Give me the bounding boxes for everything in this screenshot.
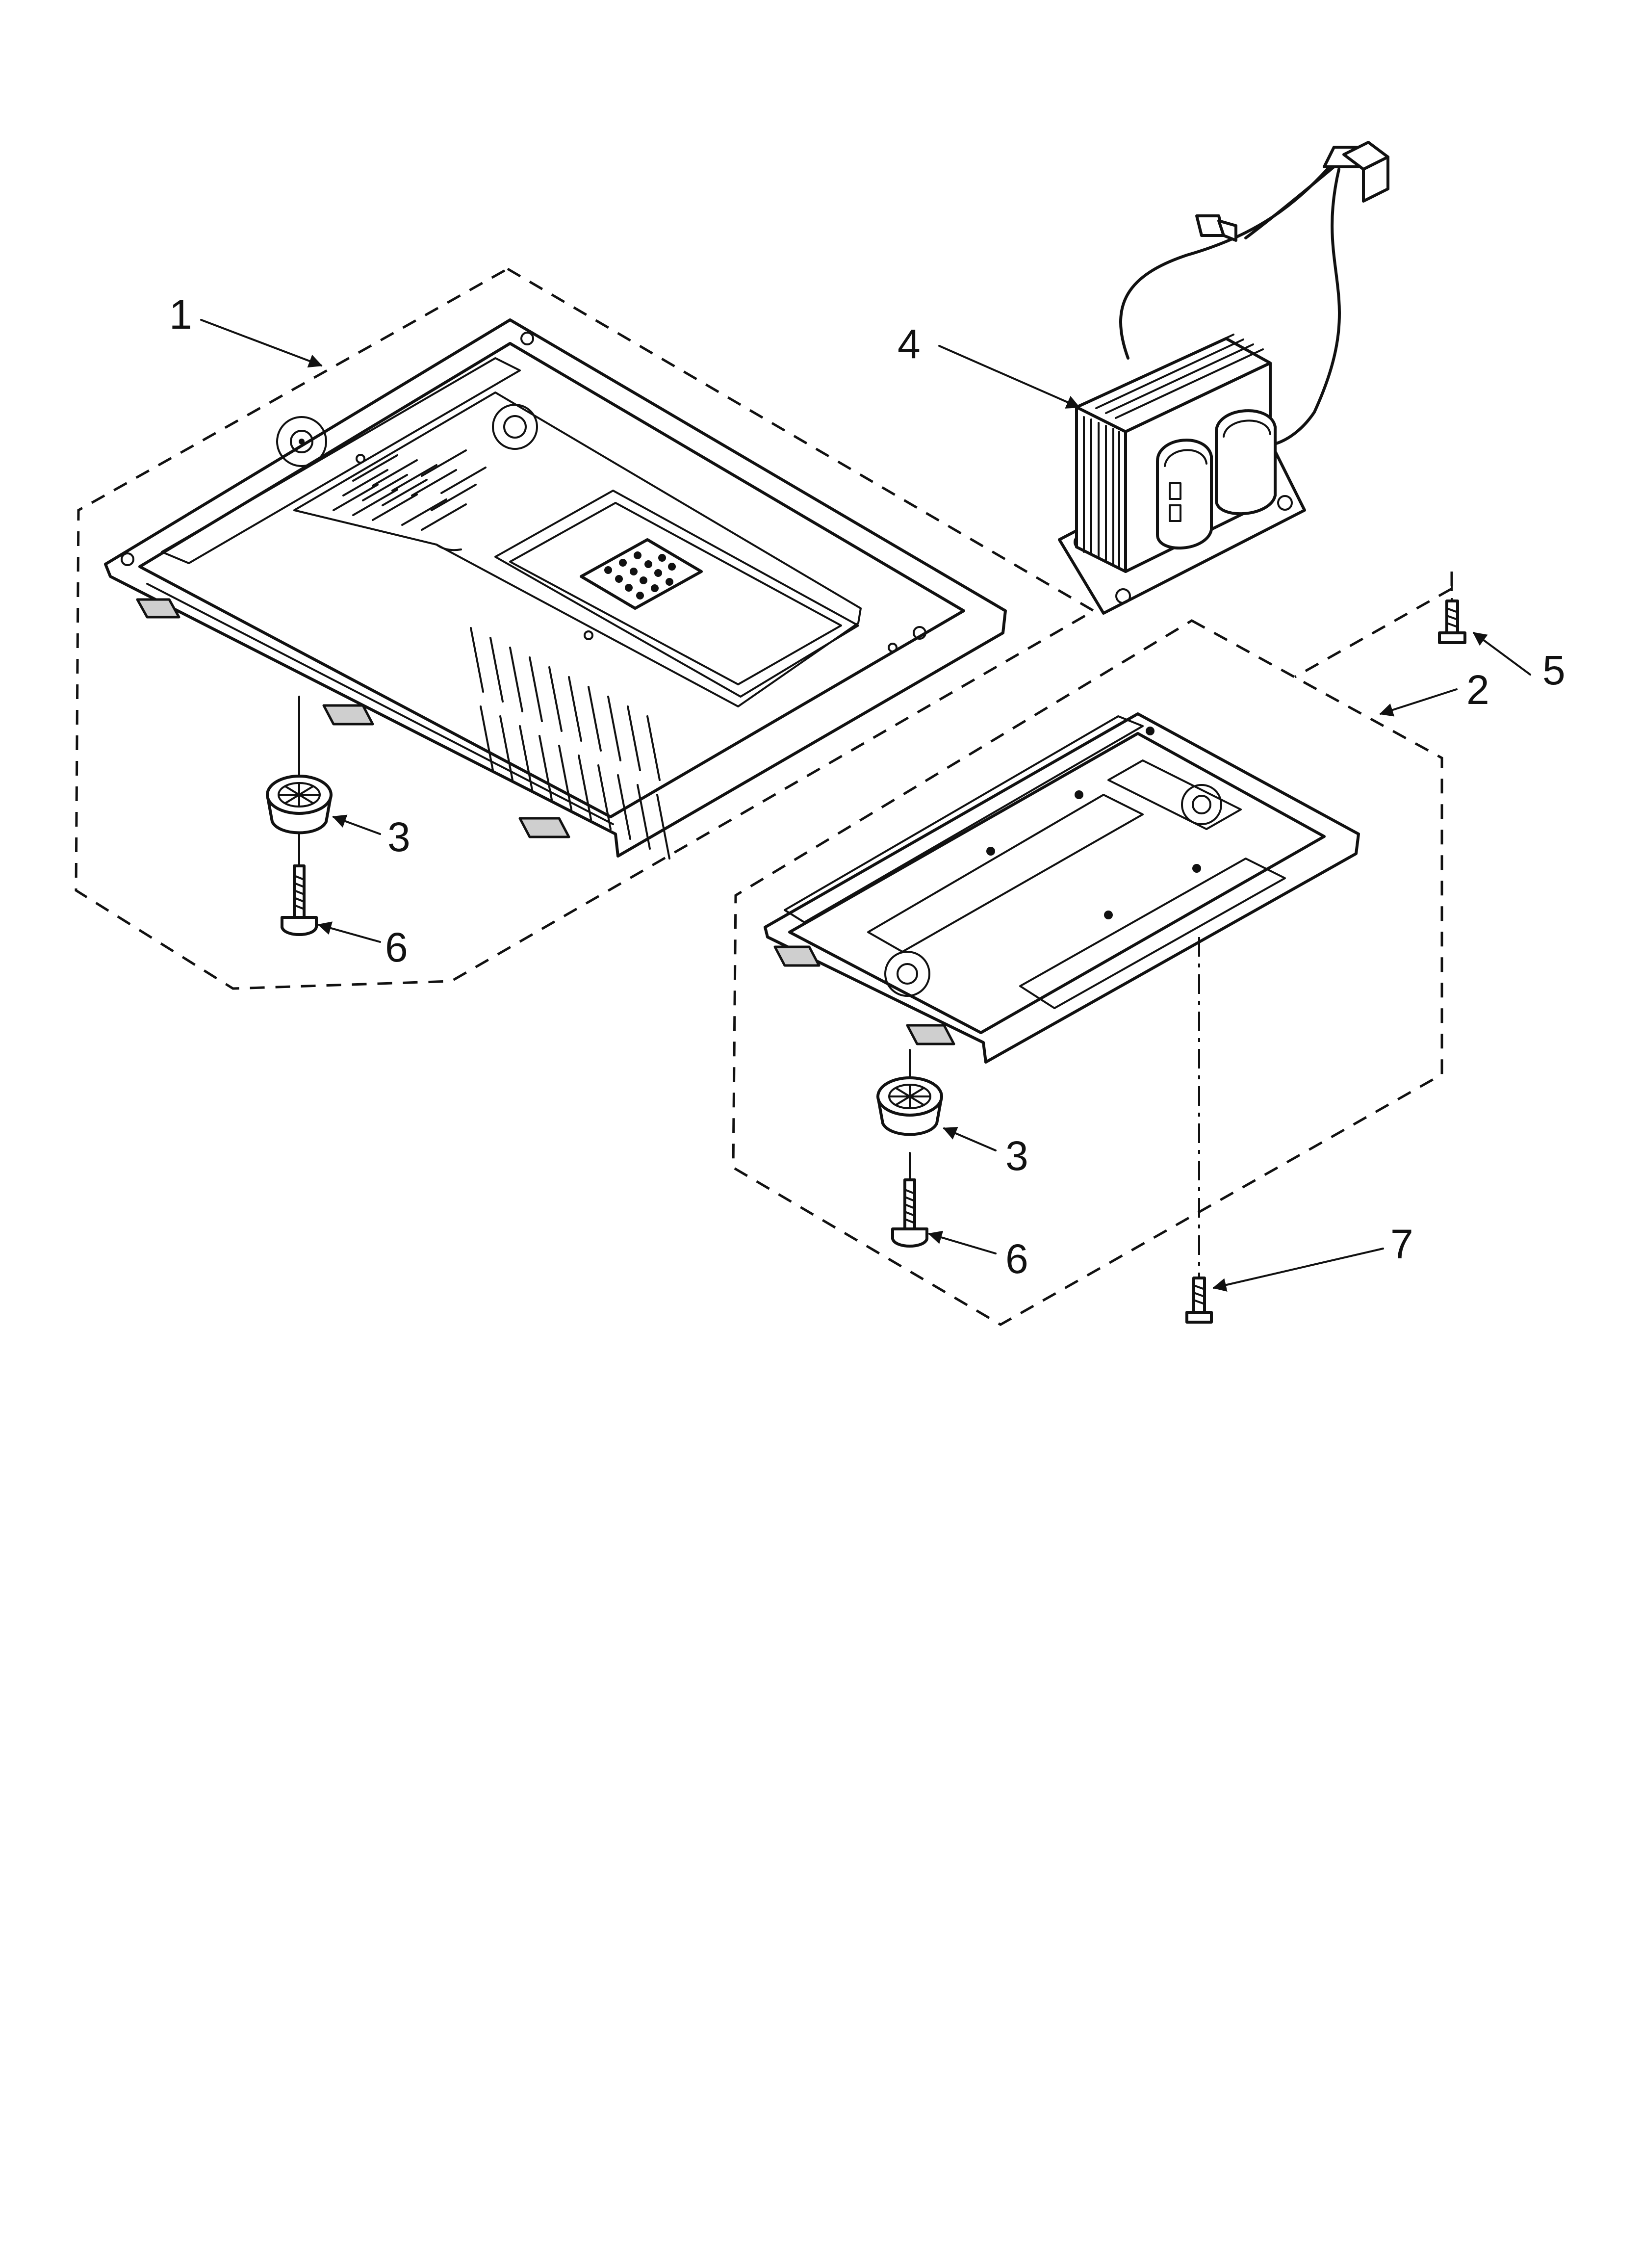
leader-arrow-2 bbox=[1379, 688, 1458, 717]
group-2-boundary bbox=[732, 619, 1443, 1326]
screw-part-7 bbox=[1185, 1277, 1213, 1324]
leader-arrow-1 bbox=[200, 319, 323, 368]
foot-part-3-a bbox=[266, 775, 333, 834]
callout-3a: 3 bbox=[387, 814, 410, 860]
transformer-part-4 bbox=[1058, 141, 1389, 615]
callout-5: 5 bbox=[1542, 647, 1565, 693]
screw-part-5 bbox=[1438, 600, 1466, 644]
callout-1: 1 bbox=[169, 291, 192, 338]
callout-6a: 6 bbox=[385, 924, 408, 970]
bottom-plate-part-2 bbox=[764, 712, 1360, 1064]
screw-part-6-b bbox=[891, 1178, 928, 1248]
leader-arrow-6b bbox=[928, 1230, 997, 1254]
callout-6b: 6 bbox=[1005, 1236, 1028, 1282]
screw-part-6-a bbox=[281, 864, 318, 936]
callout-2: 2 bbox=[1466, 667, 1489, 713]
leader-arrow-7 bbox=[1212, 1248, 1384, 1292]
leader-arrow-3a bbox=[332, 814, 381, 835]
callout-7: 7 bbox=[1390, 1221, 1413, 1267]
leader-arrow-4 bbox=[938, 345, 1080, 409]
group-1-boundary bbox=[75, 267, 1096, 990]
leader-arrow-3b bbox=[943, 1127, 997, 1151]
callout-3b: 3 bbox=[1005, 1133, 1028, 1179]
leader-arrow-6a bbox=[317, 921, 381, 943]
bottom-plate-part-1 bbox=[104, 318, 1007, 860]
foot-part-3-b bbox=[876, 1076, 943, 1136]
leader-arrow-5 bbox=[1472, 632, 1531, 676]
group-2-boundary-upper bbox=[1294, 572, 1453, 678]
callout-4: 4 bbox=[898, 321, 921, 367]
